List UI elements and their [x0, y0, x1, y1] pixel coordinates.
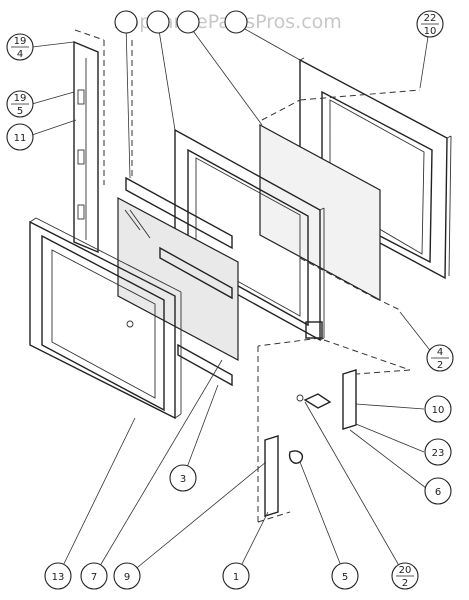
callout-5-label: 5: [342, 572, 348, 583]
callout-20-2-top: 20: [399, 565, 412, 576]
lower-rail: [177, 343, 233, 387]
callout-23-label: 23: [432, 448, 445, 459]
callout-4-2: 4 2: [426, 344, 454, 372]
callout-19-5-top: 19: [14, 93, 27, 104]
callout-9: 9: [113, 562, 141, 590]
callout-10-label: 10: [432, 405, 445, 416]
callout-4-2-top: 4: [437, 347, 443, 358]
callout-blank-a: [114, 10, 138, 34]
callout-11: 11: [6, 123, 34, 151]
callout-22-10: 22 10: [416, 10, 444, 38]
callout-7: 7: [80, 562, 108, 590]
leader-lines: [31, 23, 437, 577]
callout-19-4-top: 19: [14, 36, 27, 47]
assembly-lines: [74, 29, 421, 523]
hinge-strip: [73, 40, 99, 254]
front-door-frame: [29, 217, 182, 420]
callout-22-10-bottom: 10: [424, 26, 437, 37]
callout-10: 10: [424, 395, 452, 423]
callout-6-label: 6: [435, 487, 441, 498]
callout-blank-c: [176, 10, 200, 34]
callout-19-4-bottom: 4: [17, 49, 23, 60]
callout-1-label: 1: [233, 572, 239, 583]
callout-20-2-bottom: 2: [402, 578, 408, 589]
callout-blank-b: [146, 10, 170, 34]
callout-19-5-bottom: 5: [17, 106, 23, 117]
callout-20-2: 20 2: [391, 562, 419, 590]
callout-4-2-bottom: 2: [437, 360, 443, 371]
callout-5: 5: [331, 562, 359, 590]
middle-rail: [159, 246, 233, 300]
callout-11-label: 11: [14, 133, 27, 144]
callout-3-label: 3: [180, 474, 186, 485]
callout-7-label: 7: [91, 572, 97, 583]
callout-6: 6: [424, 477, 452, 505]
callout-13-label: 13: [52, 572, 65, 583]
latch-plate: [264, 435, 304, 517]
upper-rail: [125, 176, 233, 250]
callout-22-10-top: 22: [424, 13, 437, 24]
door-frame: [174, 128, 325, 342]
callout-blank-d: [224, 10, 248, 34]
latch-bracket: [296, 369, 357, 430]
callout-19-5: 19 5: [6, 90, 34, 118]
callout-9-label: 9: [124, 572, 130, 583]
inner-glass-panel: [117, 197, 239, 361]
callout-19-4: 19 4: [6, 33, 34, 61]
callout-3: 3: [169, 464, 197, 492]
callout-23: 23: [424, 438, 452, 466]
callout-13: 13: [44, 562, 72, 590]
callout-1: 1: [222, 562, 250, 590]
